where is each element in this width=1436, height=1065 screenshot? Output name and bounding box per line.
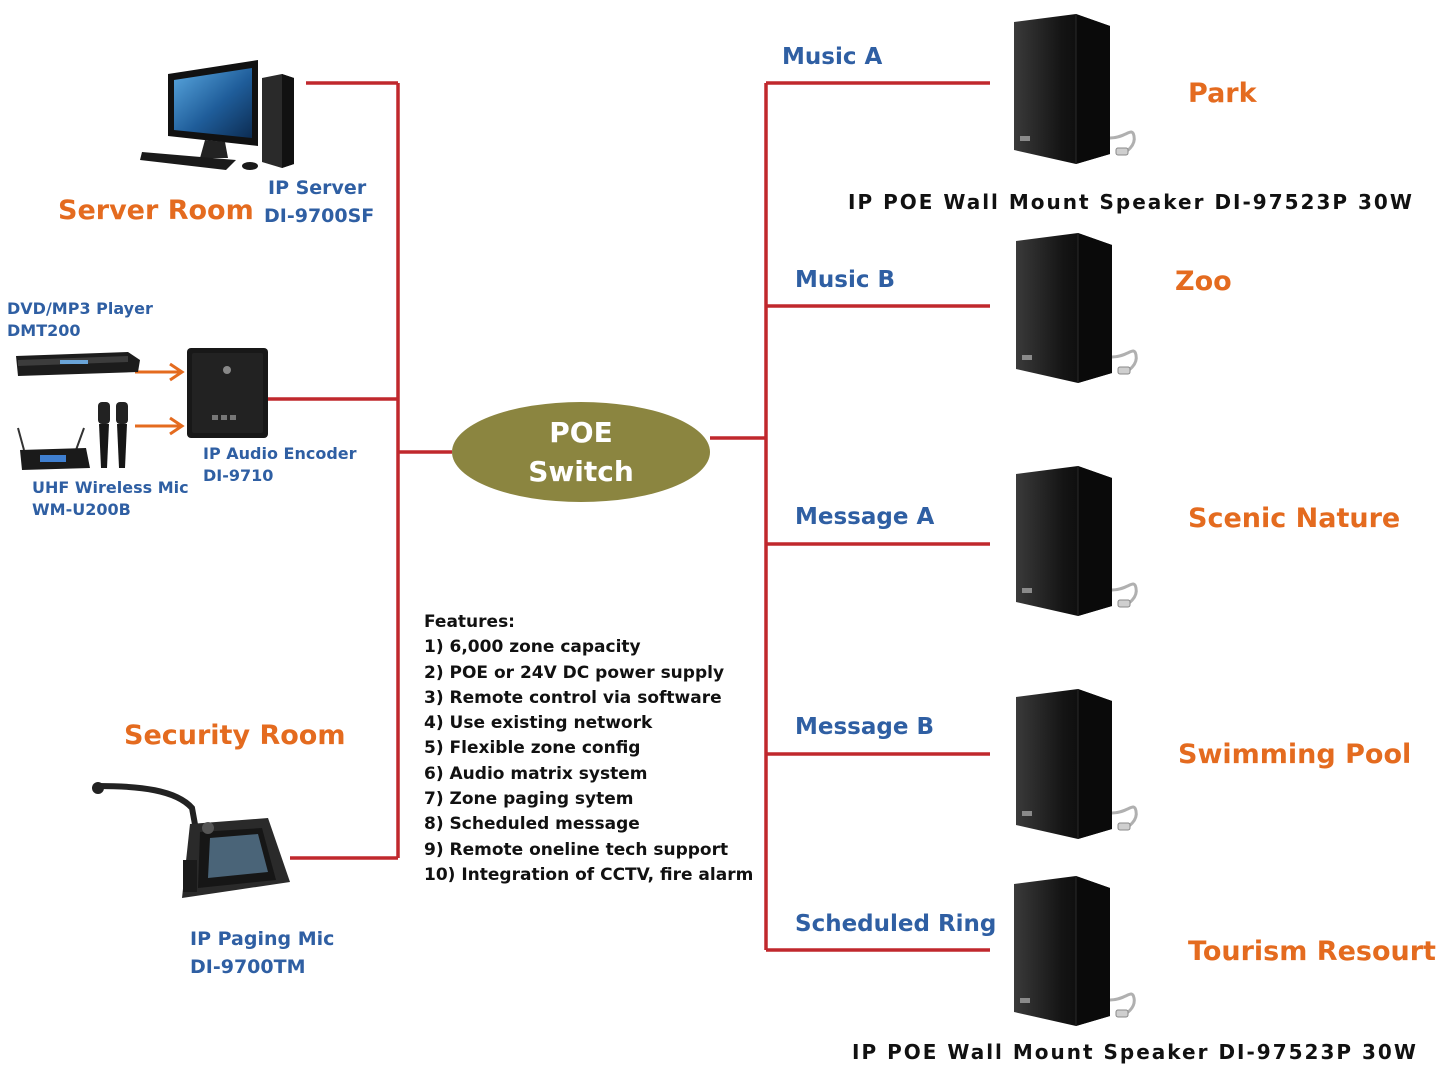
zone-channel-label: Message A	[795, 504, 935, 530]
feature-item: 1) 6,000 zone capacity	[424, 637, 641, 658]
desktop-computer-icon	[140, 60, 294, 170]
zone-channel-label: Music B	[795, 267, 896, 293]
poe-switch-shape	[452, 402, 710, 502]
feature-item: 6) Audio matrix system	[424, 763, 648, 784]
wall-speaker-icon	[1014, 233, 1138, 383]
paging-mic-label: IP Paging Mic DI-9700TM	[190, 928, 335, 978]
server-room-label: Server Room	[58, 195, 254, 226]
audio-encoder-icon	[187, 348, 268, 438]
feature-item: 9) Remote oneline tech support	[424, 839, 729, 860]
audio-encoder-label: IP Audio Encoder DI-9710	[203, 444, 357, 485]
zone-channel-label: Scheduled Ring	[795, 911, 997, 937]
feature-item: 7) Zone paging sytem	[424, 789, 634, 810]
zone-place-label: Tourism Resourt	[1188, 936, 1436, 967]
zone-place-label: Swimming Pool	[1178, 739, 1412, 770]
wireless-mic-label: UHF Wireless Mic WM-U200B	[32, 478, 189, 519]
feature-item: 3) Remote control via software	[424, 687, 722, 708]
zone-place-label: Scenic Nature	[1188, 503, 1401, 534]
poe-switch-label: POE Switch	[528, 416, 634, 488]
dvd-player-label: DVD/MP3 Player DMT200	[7, 299, 153, 340]
feature-item: 10) Integration of CCTV, fire alarm	[424, 864, 754, 885]
feature-item: 5) Flexible zone config	[424, 738, 641, 759]
feature-item: 4) Use existing network	[424, 713, 653, 734]
wireless-mic-icon	[17, 402, 128, 470]
ip-server-label: IP Server DI-9700SF	[264, 177, 375, 227]
wall-speaker-icon	[1012, 14, 1136, 164]
security-room-label: Security Room	[124, 720, 346, 751]
features-title: Features:	[424, 612, 515, 632]
zone-channel-label: Music A	[782, 44, 883, 70]
zone-place-label: Zoo	[1175, 266, 1232, 297]
connection-lines	[268, 81, 990, 952]
speaker-model-caption: IP POE Wall Mount Speaker DI-97523P 30W	[848, 190, 1414, 214]
feature-item: 8) Scheduled message	[424, 814, 640, 835]
wall-speaker-icon	[1014, 689, 1138, 839]
wall-speaker-icon	[1012, 876, 1136, 1026]
paging-console-icon	[92, 782, 290, 898]
zone-place-label: Park	[1188, 78, 1257, 109]
speaker-model-caption: IP POE Wall Mount Speaker DI-97523P 30W	[852, 1040, 1418, 1064]
features-list: Features: 1) 6,000 zone capacity 2) POE …	[424, 610, 753, 888]
dvd-player-icon	[16, 352, 140, 376]
wall-speaker-icon	[1014, 466, 1138, 616]
zone-channel-label: Message B	[795, 714, 934, 740]
feature-item: 2) POE or 24V DC power supply	[424, 662, 725, 683]
input-arrows	[135, 362, 185, 436]
